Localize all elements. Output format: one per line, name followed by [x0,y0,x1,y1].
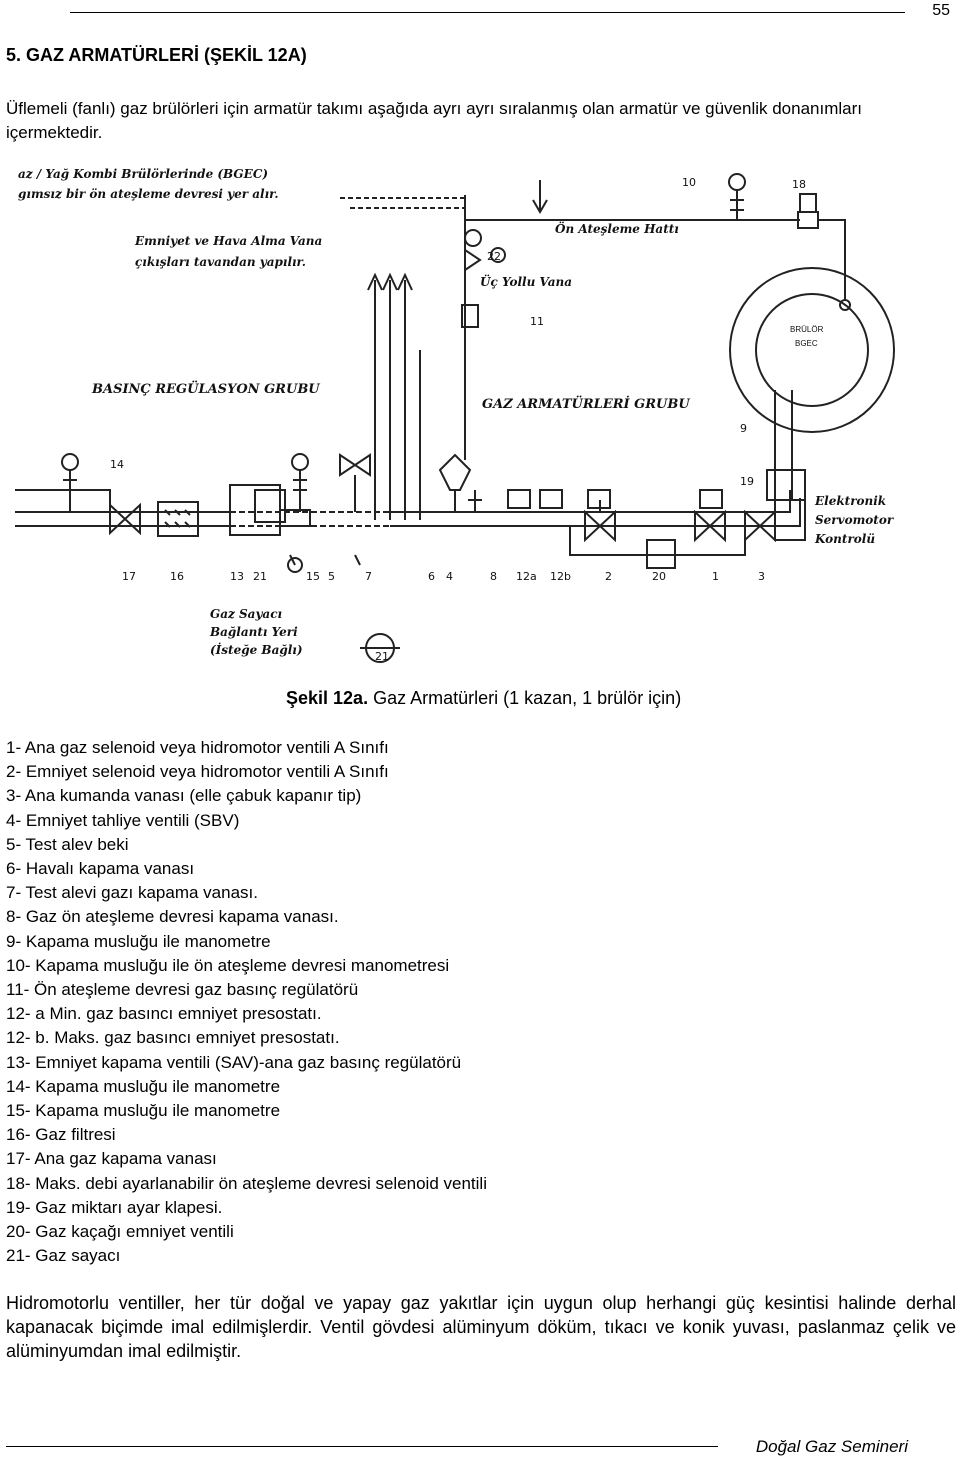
legend-item: 11- Ön ateşleme devresi gaz basınç regül… [6,980,359,1000]
label-servomotor-3: Kontrolü [814,532,875,546]
bottom-num-17: 17 [122,570,136,583]
burner-label-1: BRÜLÖR [790,325,824,334]
legend-item: 13- Emniyet kapama ventili (SAV)-ana gaz… [6,1052,462,1072]
label-servomotor-1: Elektronik [814,494,886,508]
intro-paragraph: Üflemeli (fanlı) gaz brülörleri için arm… [6,99,863,142]
legend-item: 15- Kapama musluğu ile manometre [6,1101,281,1121]
legend-item: 8- Gaz ön ateşleme devresi kapama vanası… [6,907,339,927]
legend-item: 4- Emniyet tahliye ventili (SBV) [6,810,240,830]
bottom-num-3: 3 [758,570,765,583]
num-14: 14 [110,458,124,471]
legend-item: 5- Test alev beki [6,834,129,854]
bottom-num-13: 13 [230,570,244,583]
legend-item: 19- Gaz miktarı ayar klapesi. [6,1197,223,1217]
num-19: 19 [740,475,754,488]
footer-text: Doğal Gaz Semineri [755,1437,908,1456]
pilot-line [340,173,746,460]
caption-text: Gaz Armatürleri (1 kazan, 1 brülör için) [368,688,682,708]
num-10: 10 [682,176,696,189]
closing-paragraph: Hidromotorlu ventiller, her tür doğal ve… [6,1293,956,1361]
section-title: 5. GAZ ARMATÜRLERİ (ŞEKİL 12A) [6,45,307,65]
bottom-num-12b: 12b [550,570,571,583]
bottom-num-21: 21 [253,570,267,583]
label-armature-group: GAZ ARMATÜRLERİ GRUBU [482,395,690,412]
caption-label: Şekil 12a. [286,688,369,708]
burner-housing [729,193,895,541]
legend-item: 7- Test alevi gazı kapama vanası. [6,883,258,903]
legend-item: 12- b. Maks. gaz basıncı emniyet presost… [6,1028,340,1048]
header-rule [70,12,905,13]
bottom-num-16: 16 [170,570,184,583]
label-meter-3: (İsteğe Bağlı) [210,642,303,657]
main-gas-line [15,453,801,663]
vent-pipes [367,180,548,520]
legend-item: 12- a Min. gaz basıncı emniyet presostat… [6,1004,322,1024]
legend-list: 1- Ana gaz selenoid veya hidromotor vent… [6,736,487,1268]
bottom-num-15: 15 [306,570,320,583]
label-meter-2: Bağlantı Yeri [209,625,298,639]
num-21-meter: 21 [375,650,389,663]
legend-item: 6- Havalı kapama vanası [6,859,195,879]
label-pressure-group: BASINÇ REGÜLASYON GRUBU [91,380,320,397]
label-meter-1: Gaz Sayacı [210,607,282,621]
bottom-num-4: 4 [446,570,453,583]
footer-rule [6,1446,718,1447]
legend-item: 9- Kapama musluğu ile manometre [6,931,271,951]
num-22: 22 [487,250,501,263]
page-number: 55 [932,2,950,19]
legend-item: 14- Kapama musluğu ile manometre [6,1076,281,1096]
legend-item: 21- Gaz sayacı [6,1246,121,1266]
bottom-num-12a: 12a [516,570,537,583]
note-vent-line2: çıkışları tavandan yapılır. [135,255,306,269]
bottom-num-5: 5 [328,570,335,583]
note-bgec-line2: gımsız bir ön ateşleme devresi yer alır. [18,187,279,201]
legend-item: 20- Gaz kaçağı emniyet ventili [6,1222,234,1242]
num-18: 18 [792,178,806,191]
burner-label-2: BGEC [795,339,818,348]
num-11: 11 [530,315,544,328]
legend-item: 1- Ana gaz selenoid veya hidromotor vent… [6,738,389,757]
legend-item: 16- Gaz filtresi [6,1125,116,1145]
legend-item: 3- Ana kumanda vanası (elle çabuk kapanı… [6,786,362,806]
bottom-num-1: 1 [712,570,719,583]
num-9: 9 [740,422,747,435]
bottom-num-6: 6 [428,570,435,583]
bottom-num-7: 7 [365,570,372,583]
bottom-num-2: 2 [605,570,612,583]
bottom-num-8: 8 [490,570,497,583]
legend-item: 18- Maks. debi ayarlanabilir ön ateşleme… [6,1173,487,1193]
note-bgec-line1: az / Yağ Kombi Brülörlerinde (BGEC) [18,167,268,181]
legend-item: 17- Ana gaz kapama vanası [6,1149,217,1169]
label-three-way-valve: Üç Yollu Vana [480,273,572,289]
legend-item: 10- Kapama musluğu ile ön ateşleme devre… [6,955,450,975]
label-pilot-line: Ön Ateşleme Hattı [555,220,679,236]
bottom-num-20: 20 [652,570,666,583]
figure-caption: Şekil 12a. Gaz Armatürleri (1 kazan, 1 b… [286,688,681,709]
legend-item: 2- Emniyet selenoid veya hidromotor vent… [6,762,389,782]
gas-armature-diagram: az / Yağ Kombi Brülörlerinde (BGEC) gıms… [15,167,895,663]
label-servomotor-2: Servomotor [815,513,895,527]
note-vent-line1: Emniyet ve Hava Alma Vana [134,234,322,248]
